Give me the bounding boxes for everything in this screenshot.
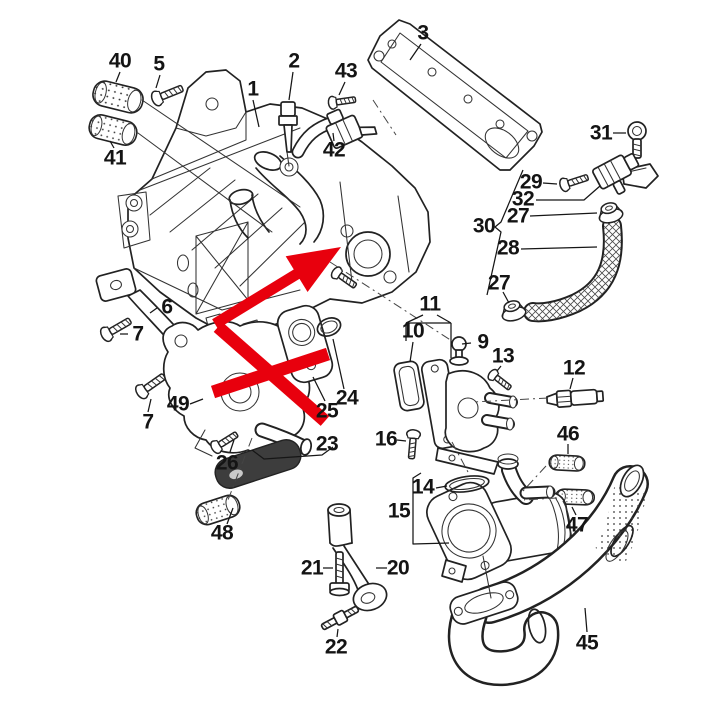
thermostat-housing	[421, 358, 517, 474]
bolt-43	[327, 92, 357, 111]
bolt-5	[148, 80, 186, 109]
sleeve-46	[548, 454, 586, 472]
bolt-29	[557, 170, 591, 194]
sleeve-48	[192, 491, 244, 529]
sensor-12	[547, 388, 604, 408]
hose-28	[533, 226, 613, 312]
o-ring-14	[444, 474, 490, 495]
support-link-20	[328, 504, 390, 615]
bolt-7-upper	[97, 313, 135, 344]
sensor-2	[279, 102, 297, 166]
valve-42	[321, 99, 378, 152]
egr-pipe-45	[447, 462, 648, 669]
leader-lines	[110, 44, 626, 637]
red-cross-stroke-2	[213, 354, 328, 392]
bolt-21	[330, 552, 349, 596]
ball-stud-9	[450, 337, 468, 365]
stud-22	[320, 603, 361, 632]
assembly-axes	[138, 100, 557, 598]
manifold-gasket	[368, 20, 542, 170]
red-arrow-head	[285, 247, 341, 293]
sleeve-41	[86, 111, 140, 149]
sensor-32	[592, 150, 647, 201]
o-ring-24	[315, 315, 344, 340]
bolt-16	[403, 428, 422, 460]
red-annotations	[213, 247, 341, 421]
red-arrow-shaft	[215, 272, 300, 324]
sleeve-40	[89, 77, 147, 117]
hose-42	[298, 123, 331, 152]
gasket-10	[393, 360, 425, 411]
grommet-27-lower	[498, 297, 529, 324]
screw-31	[628, 122, 646, 178]
bolt-7-lower	[132, 369, 170, 402]
egr-cooler	[421, 454, 575, 585]
